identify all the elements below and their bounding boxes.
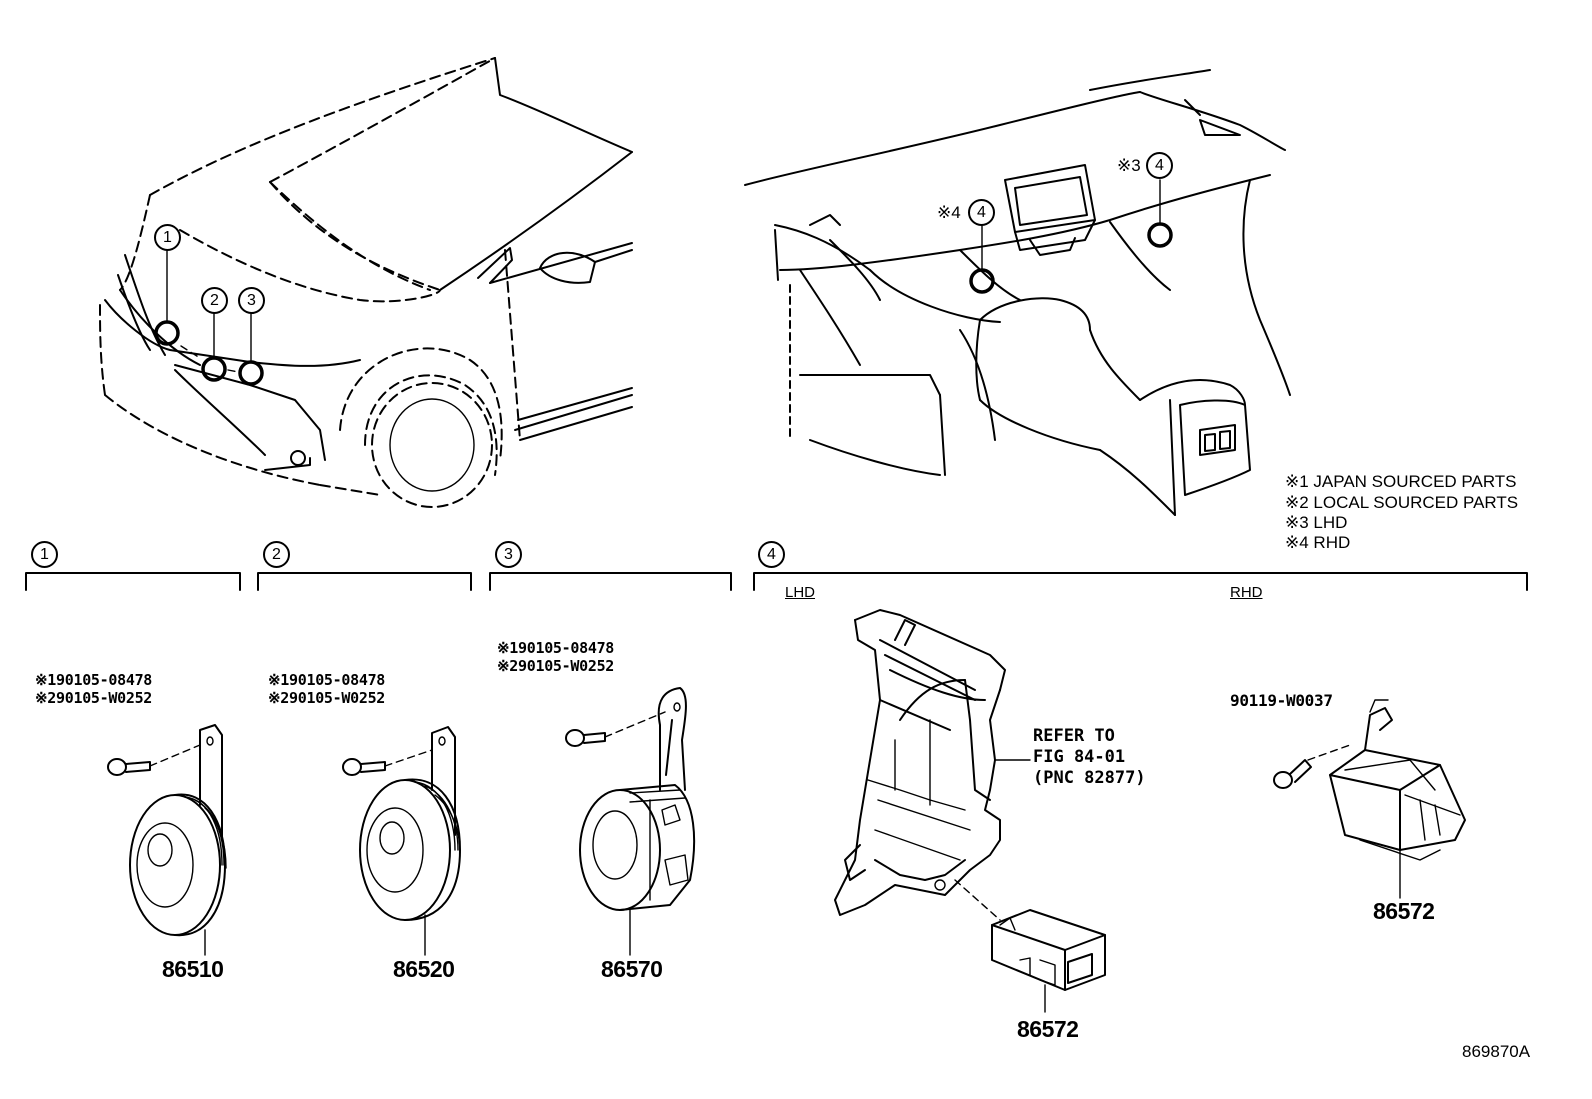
bracket-lhd-drawing [834,609,1006,921]
car-front-illustration [99,57,633,508]
callout-4-left: 4 [968,199,995,226]
callout-2: 2 [201,287,228,314]
interior-dashboard-illustration [744,69,1291,516]
section-3-number: 3 [495,541,522,568]
section-1-number: 1 [31,541,58,568]
controller-lhd-86572-drawing [991,909,1106,1013]
callout-1: 1 [154,224,181,251]
refer-to-line-1: REFER TO [1033,726,1115,746]
note-2: ※2 LOCAL SOURCED PARTS [1285,493,1519,512]
section-2-bolt-japan: ※190105-08478 [268,671,386,689]
callout-leaders [166,179,1161,373]
callout-4-right: 4 [1146,152,1173,179]
lhd-label: LHD [785,584,816,601]
controller-rhd-86572-drawing [1273,699,1466,899]
interior-mark-lhd: ※3 [1117,156,1141,175]
interior-mark-rhd: ※4 [937,203,961,222]
callout-3: 3 [238,287,265,314]
horn-86570-drawing [565,687,696,956]
part-number-86572-lhd[interactable]: 86572 [1017,1016,1079,1042]
section-4-number: 4 [758,541,785,568]
section-2-bolt-local: ※290105-W0252 [268,689,386,707]
rhd-label: RHD [1230,584,1263,601]
note-4: ※4 RHD [1285,533,1351,552]
section-1-bolt-local: ※290105-W0252 [35,689,153,707]
part-number-86520[interactable]: 86520 [393,956,455,982]
section-3-bolt-local: ※290105-W0252 [497,657,615,675]
refer-to-line-2[interactable]: FIG 84-01 [1033,747,1126,767]
horn-86510-drawing [107,724,227,956]
location-markers [154,222,1173,386]
section-3-bolt-japan: ※190105-08478 [497,639,615,657]
section-brackets [25,572,1528,591]
part-number-86510[interactable]: 86510 [162,956,224,982]
note-1: ※1 JAPAN SOURCED PARTS [1285,472,1517,491]
rhd-bolt-number[interactable]: 90119-W0037 [1230,691,1333,710]
section-2-number: 2 [263,541,290,568]
note-3: ※3 LHD [1285,513,1348,532]
part-number-86570[interactable]: 86570 [601,956,663,982]
figure-id: 869870A [1462,1042,1531,1061]
section-1-bolt-japan: ※190105-08478 [35,671,153,689]
refer-to-line-3: (PNC 82877) [1033,768,1146,788]
horn-86520-drawing [342,726,461,956]
part-number-86572-rhd[interactable]: 86572 [1373,898,1435,924]
